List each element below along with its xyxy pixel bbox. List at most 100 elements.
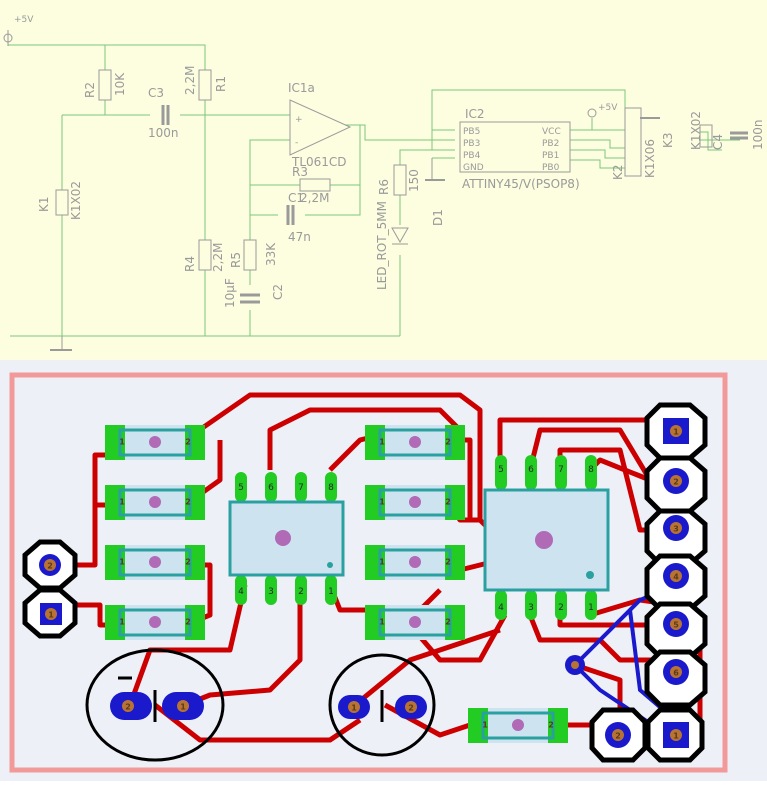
svg-text:R3: R3 [292,165,308,179]
svg-text:1: 1 [379,618,385,627]
svg-text:PB4: PB4 [463,151,481,161]
svg-text:R2: R2 [83,82,97,98]
svg-text:2: 2 [125,703,131,712]
svg-text:1: 1 [673,428,679,437]
svg-text:ATTINY45/V(PSOP8): ATTINY45/V(PSOP8) [462,177,580,191]
svg-text:1: 1 [119,498,125,507]
svg-text:10K: 10K [113,72,127,96]
svg-text:2: 2 [185,498,191,507]
svg-text:R1: R1 [214,76,228,92]
svg-text:1: 1 [180,703,186,712]
svg-text:100n: 100n [148,126,179,140]
svg-text:GND: GND [463,163,484,173]
svg-text:8: 8 [328,483,334,493]
top-traces [60,392,703,743]
svg-text:1: 1 [673,732,679,741]
svg-text:5: 5 [238,483,244,493]
svg-text:1: 1 [351,704,357,713]
svg-text:7: 7 [558,465,564,475]
svg-text:2: 2 [298,587,304,597]
k2-connector [624,107,642,177]
svg-text:2: 2 [445,558,451,567]
supply-symbols: +5V +5V [3,15,618,118]
svg-text:IC1a: IC1a [288,81,315,95]
capacitor-plates [161,105,748,304]
led-symbol [391,227,409,244]
pcb-canvas: 12 12 12 12 12 12 12 12 12 56 78 43 21 [9,372,728,773]
svg-text:1: 1 [588,603,594,613]
svg-text:C1: C1 [288,191,304,205]
svg-text:47n: 47n [288,230,311,244]
svg-text:PB1: PB1 [542,151,559,161]
svg-text:K2: K2 [611,164,625,180]
svg-text:8: 8 [588,465,594,475]
svg-text:C3: C3 [148,86,164,100]
svg-text:2: 2 [185,558,191,567]
svg-text:2: 2 [548,721,554,730]
svg-text:2: 2 [445,438,451,447]
schematic-wires [8,44,740,337]
svg-text:3: 3 [673,525,679,534]
svg-text:K1X02: K1X02 [689,111,703,150]
svg-text:3: 3 [268,587,274,597]
svg-text:K1: K1 [37,196,51,212]
k3-connector [699,124,713,148]
supply-label: +5V [14,15,34,25]
svg-text:6: 6 [673,669,679,678]
svg-text:2,2M: 2,2M [211,243,225,272]
svg-text:1: 1 [482,721,488,730]
k2-header: 1 2 3 4 5 6 [644,402,708,708]
svg-text:7: 7 [298,483,304,493]
schematic-canvas: +5V +5V + - PB5 PB3 PB4 GND VCC PB2 PB1 … [3,15,765,351]
ground-symbols [50,117,660,351]
svg-text:D1: D1 [431,209,445,226]
svg-text:2: 2 [673,478,679,487]
smd-pad-numbers: 1 2 1 2 1 2 1 2 1 2 1 2 1 2 1 2 1 2 [119,438,554,730]
svg-text:PB2: PB2 [542,139,559,149]
k3-header: 2 1 [589,707,705,763]
svg-text:1: 1 [119,558,125,567]
svg-text:1: 1 [379,438,385,447]
svg-text:R5: R5 [229,252,243,268]
svg-text:R4: R4 [183,256,197,272]
svg-text:150: 150 [407,169,421,192]
svg-text:R6: R6 [377,179,391,195]
smd-parts [105,425,568,743]
svg-text:+: + [295,115,303,125]
k1-header: 2 1 [22,539,78,639]
svg-text:C2: C2 [271,284,285,300]
svg-text:33K: 33K [264,242,278,266]
electrolytic-cap-left: 2 1 [85,648,225,762]
svg-text:5: 5 [673,621,679,630]
opamp-symbol [289,99,352,156]
svg-text:-: - [295,138,298,148]
svg-text:PB0: PB0 [542,163,560,173]
svg-text:10µF: 10µF [223,278,237,308]
svg-text:PB3: PB3 [463,139,480,149]
svg-text:4: 4 [673,573,679,582]
svg-text:3: 3 [528,603,534,613]
svg-text:LED_ROT_5MM: LED_ROT_5MM [375,201,389,290]
svg-text:TL061CD: TL061CD [291,155,347,169]
board-outline [9,372,728,773]
svg-text:C4: C4 [711,134,725,150]
svg-text:2: 2 [47,562,53,571]
svg-text:4: 4 [498,603,504,613]
svg-text:K3: K3 [661,132,675,148]
svg-text:1: 1 [119,438,125,447]
svg-text:1: 1 [379,498,385,507]
svg-text:1: 1 [328,587,334,597]
svg-text:2,2M: 2,2M [183,66,197,95]
svg-text:100n: 100n [751,119,765,150]
svg-text:6: 6 [268,483,274,493]
svg-text:2: 2 [408,704,414,713]
resistor-bodies [55,69,407,271]
svg-text:PB5: PB5 [463,127,480,137]
svg-text:2,2M: 2,2M [300,191,329,205]
svg-text:5: 5 [498,465,504,475]
schematic-view: +5V +5V + - PB5 PB3 PB4 GND VCC PB2 PB1 … [0,0,767,360]
svg-text:K1X06: K1X06 [643,139,657,178]
svg-text:K1X02: K1X02 [69,181,83,220]
svg-text:2: 2 [445,498,451,507]
